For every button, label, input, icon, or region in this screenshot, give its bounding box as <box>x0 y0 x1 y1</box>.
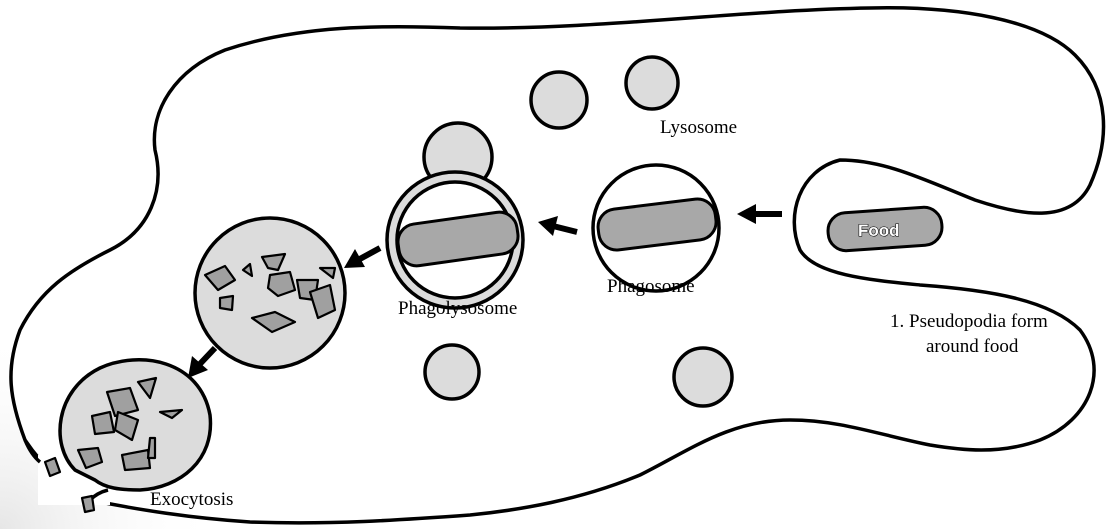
phagosome-label: Phagosome <box>607 276 695 297</box>
lysosome-label: Lysosome <box>660 117 737 138</box>
phagolysosome-label: Phagolysosome <box>398 298 517 319</box>
food-fragment <box>268 272 295 296</box>
exocytosis-label: Exocytosis <box>150 489 233 510</box>
food-fragment <box>92 412 114 434</box>
lysosome <box>674 348 732 406</box>
lysosome <box>531 72 587 128</box>
pseudopodia-label-line1: 1. Pseudopodia form <box>890 311 1048 332</box>
food-fragment <box>82 496 94 512</box>
lysosome <box>425 345 479 399</box>
food-fragment <box>220 296 233 310</box>
food-label: Food <box>858 221 900 240</box>
pseudopodia-label-line2: around food <box>926 336 1019 357</box>
lysosome <box>626 57 678 109</box>
food-fragment <box>148 438 155 458</box>
